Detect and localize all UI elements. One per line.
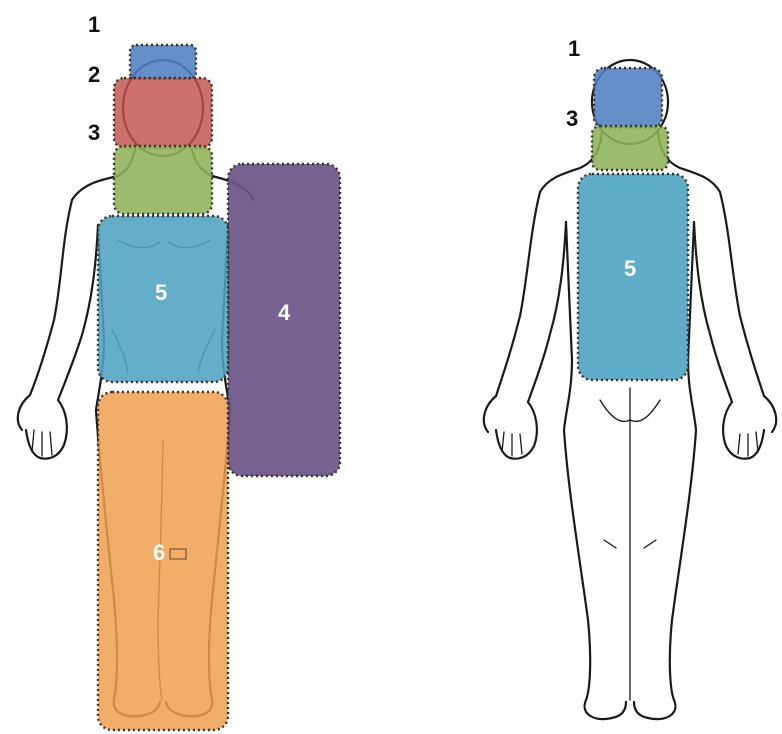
back-label-3: 3 (566, 106, 578, 131)
front-regions (98, 45, 340, 730)
back-region-3[interactable] (592, 126, 668, 170)
front-label-6: 6 (153, 540, 165, 565)
back-label-5: 5 (624, 256, 636, 281)
front-region-2[interactable] (114, 78, 212, 148)
back-regions (578, 68, 688, 380)
front-region-1[interactable] (130, 45, 196, 79)
front-region-3[interactable] (114, 146, 212, 214)
front-label-4: 4 (278, 300, 291, 325)
front-label-5: 5 (155, 280, 167, 305)
front-label-1: 1 (88, 12, 100, 37)
front-label-3: 3 (88, 120, 100, 145)
back-label-1: 1 (568, 36, 580, 61)
back-region-1[interactable] (594, 68, 662, 128)
front-label-2: 2 (88, 62, 100, 87)
